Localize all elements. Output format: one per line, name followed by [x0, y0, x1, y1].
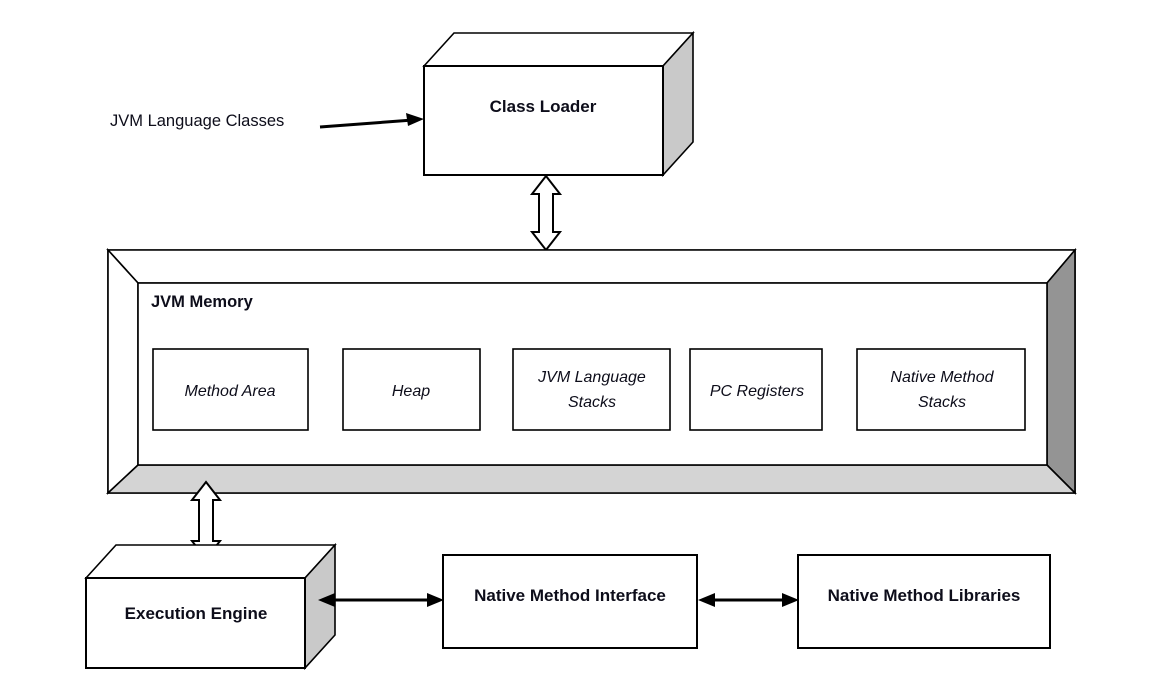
native-method-libraries-label: Native Method Libraries	[828, 586, 1021, 605]
native-method-libraries-rect	[797, 554, 1051, 649]
native-method-libraries-box: Native Method Libraries	[797, 554, 1051, 649]
jvm-memory-label: JVM Memory	[151, 293, 254, 311]
input-label-text: JVM Language Classes	[110, 112, 284, 130]
arrowhead-right-icon	[782, 593, 799, 607]
execution-engine-top-face	[84, 544, 337, 579]
arrowhead-left-icon	[698, 593, 715, 607]
region-label-line2: Stacks	[918, 394, 966, 411]
execution-engine-front-face	[85, 577, 306, 669]
execution-engine-box: Execution Engine	[84, 542, 337, 671]
region-box	[152, 348, 309, 431]
connector-execution-engine-to-native-method-interface	[318, 593, 444, 607]
class-loader-box: Class Loader	[422, 30, 695, 178]
region-label-line1: Method Area	[184, 383, 275, 400]
native-method-interface-box: Native Method Interface	[442, 554, 698, 649]
class-loader-front-face	[423, 65, 664, 176]
connector-native-method-interface-to-libraries	[698, 593, 799, 607]
jvm-memory-region-jvm-language-stacks: JVM Language Stacks	[512, 348, 671, 431]
region-box	[512, 348, 671, 431]
connector-class-loader-to-jvm-memory	[529, 174, 563, 252]
region-box	[689, 348, 823, 431]
arrowhead-left-icon	[318, 593, 335, 607]
region-label-line1: Heap	[392, 383, 430, 400]
jvm-memory-region-method-area: Method Area	[152, 348, 309, 431]
jvm-memory-region-heap: Heap	[342, 348, 481, 431]
region-label-line1: JVM Language	[537, 369, 646, 386]
arrowhead-right-icon	[406, 113, 424, 126]
native-method-interface-label: Native Method Interface	[474, 586, 666, 605]
execution-engine-label: Execution Engine	[125, 604, 268, 623]
region-label-line2: Stacks	[568, 394, 616, 411]
class-loader-label: Class Loader	[490, 97, 597, 116]
region-box	[342, 348, 481, 431]
jvm-memory-top-bevel	[106, 249, 1077, 284]
hollow-double-arrow-vertical-icon	[529, 174, 563, 252]
jvm-memory-bottom-bevel	[105, 464, 1077, 494]
jvm-memory-region-native-method-stacks: Native Method Stacks	[856, 348, 1026, 431]
jvm-memory-region-pc-registers: PC Registers	[689, 348, 823, 431]
native-method-interface-rect	[442, 554, 698, 649]
class-loader-top-face	[422, 32, 695, 67]
region-box	[856, 348, 1026, 431]
input-label-group: JVM Language Classes	[110, 112, 284, 130]
connector-classes-to-class-loader	[319, 113, 424, 129]
arrowhead-right-icon	[427, 593, 444, 607]
jvm-memory-right-bevel	[1046, 247, 1076, 495]
jvm-memory-left-bevel	[107, 247, 139, 495]
jvm-memory-box: JVM Memory Method Area Heap JVM Language…	[105, 247, 1077, 495]
region-label-line1: PC Registers	[710, 383, 804, 400]
region-label-line1: Native Method	[890, 369, 994, 386]
